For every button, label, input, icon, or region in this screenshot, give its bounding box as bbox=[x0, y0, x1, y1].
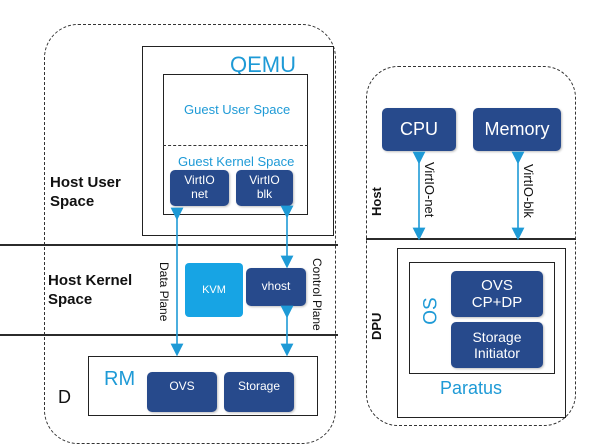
arrows-layer bbox=[170, 151, 525, 357]
host-user-kernel-divider bbox=[0, 244, 338, 246]
memory-box: Memory bbox=[473, 108, 561, 151]
host-user-space-label: Host User Space bbox=[50, 174, 121, 210]
guest-virtio-blk-box: VirtIO blk bbox=[236, 170, 293, 206]
guest-virtio-net-box: VirtIO net bbox=[170, 170, 229, 206]
guest-divider bbox=[163, 145, 308, 146]
guest-kernel-space-label: Guest Kernel Space bbox=[178, 154, 295, 169]
cpu-box: CPU bbox=[382, 108, 456, 151]
host-dpu-divider bbox=[366, 238, 576, 240]
host-kernel-space-label: Host Kernel Space bbox=[48, 272, 133, 308]
paratus-label: Paratus bbox=[440, 378, 503, 398]
storage-initiator-box: Storage Initiator bbox=[451, 322, 543, 368]
ovs-cpdp-box: OVS CP+DP bbox=[451, 271, 543, 317]
guest-user-space-label: Guest User Space bbox=[184, 102, 291, 117]
kvm-box: KVM bbox=[185, 263, 243, 317]
bottom-card-rm-label: RM bbox=[104, 368, 136, 390]
host-kernel-hardware-divider bbox=[0, 334, 338, 336]
qemu-label: QEMU bbox=[230, 52, 296, 77]
vhost-box: vhost bbox=[246, 268, 306, 306]
